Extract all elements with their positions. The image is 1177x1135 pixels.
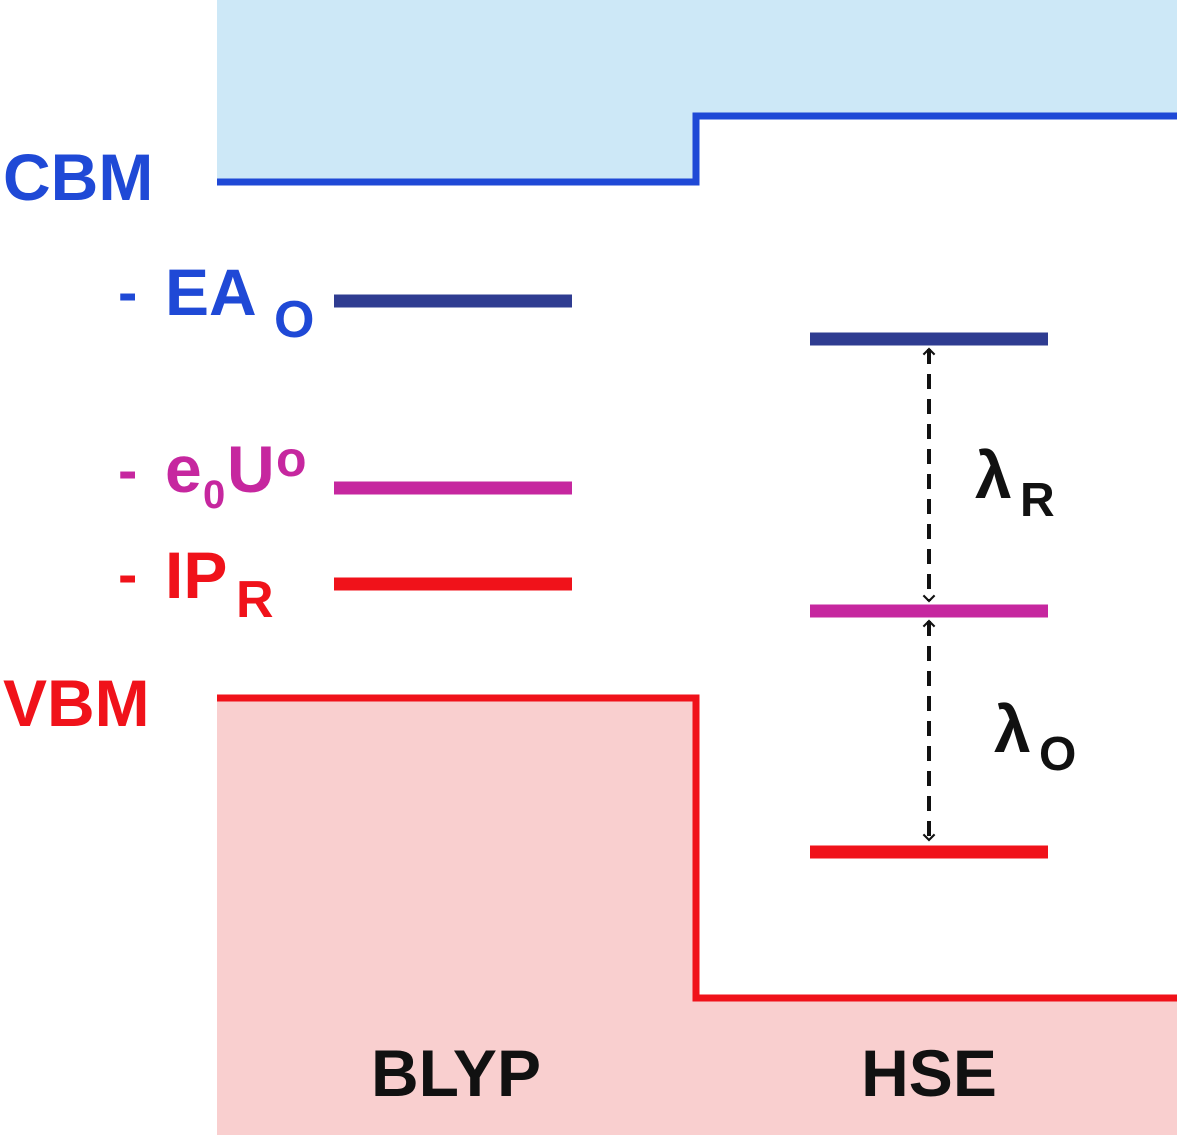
blyp-label: BLYP xyxy=(371,1036,541,1110)
e0u-label: - e 0 U o xyxy=(118,431,307,517)
lambda-o-subscript: O xyxy=(1039,728,1076,781)
valence-band-fill-hse xyxy=(696,998,1177,1135)
conduction-band-fill-blyp xyxy=(217,0,696,182)
ip-label-dash: - xyxy=(118,542,137,607)
conduction-band-fill-hse xyxy=(696,0,1177,116)
ea-label-subscript: O xyxy=(274,291,314,349)
e0u-label-tail: U xyxy=(227,432,275,506)
lambda-o-label: λ O xyxy=(994,692,1076,781)
ip-label-main: IP xyxy=(165,538,227,612)
hse-label: HSE xyxy=(861,1036,997,1110)
valence-band-fill-blyp xyxy=(217,698,696,1135)
e0u-label-subscript: 0 xyxy=(203,473,225,517)
vbm-label: VBM xyxy=(3,666,150,740)
cbm-label: CBM xyxy=(3,140,153,214)
ea-label-main: EA xyxy=(165,255,257,329)
ip-label-subscript: R xyxy=(236,571,274,629)
ea-label-dash: - xyxy=(118,260,137,325)
lambda-r-subscript: R xyxy=(1020,474,1055,527)
lambda-o-symbol: λ xyxy=(994,692,1031,766)
cbm-edge-line xyxy=(217,112,1177,186)
e0u-label-superscript: o xyxy=(276,431,307,487)
lambda-r-label: λ R xyxy=(975,438,1055,527)
vbm-edge-line xyxy=(217,694,1177,1002)
ea-label: - EA O xyxy=(118,255,314,349)
ip-label: - IP R xyxy=(118,538,274,629)
lambda-r-symbol: λ xyxy=(975,438,1012,512)
e0u-label-main: e xyxy=(165,432,202,506)
e0u-label-dash: - xyxy=(118,438,137,503)
